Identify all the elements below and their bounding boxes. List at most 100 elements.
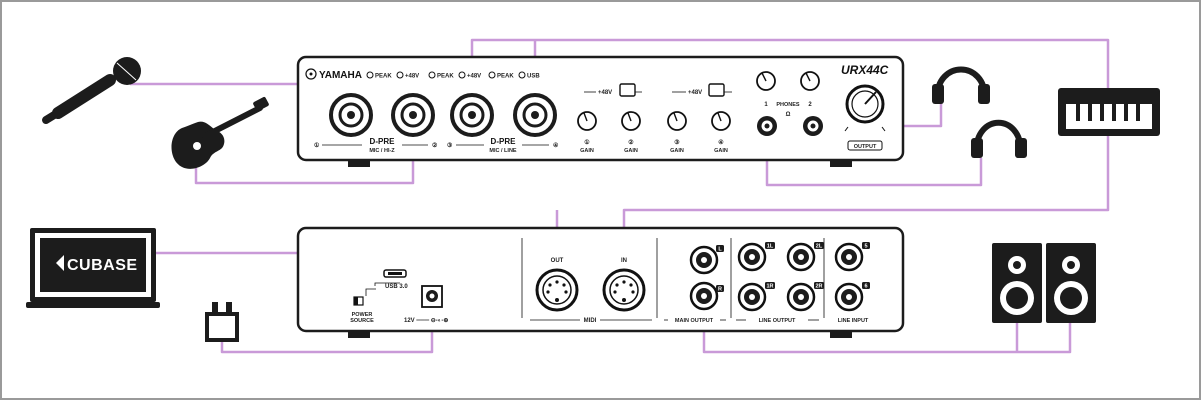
combo-jack-2[interactable]: [391, 93, 435, 137]
front-panel: YAMAHA PEAK +48V PEAK +48V PEAK USB: [296, 55, 905, 167]
gain-knob-2[interactable]: ② GAIN: [621, 111, 641, 154]
gain-label: GAIN: [714, 148, 728, 154]
line-input-6-jack[interactable]: [834, 282, 864, 312]
combo-jack-3[interactable]: [450, 93, 494, 137]
model-label: URX44C: [841, 63, 889, 77]
front-foot-right: [830, 160, 852, 167]
phantom-led-icon: [488, 71, 496, 79]
phones-jack-1[interactable]: [757, 116, 777, 136]
dpre-label: D-PRE: [370, 137, 396, 146]
rear-panel-body: [296, 226, 905, 333]
main-output-l-jack[interactable]: [689, 245, 719, 275]
combo-jack-1[interactable]: [329, 93, 373, 137]
channel-number: ③: [447, 142, 453, 149]
indicator-label: PEAK: [437, 74, 454, 80]
jack-tag: 5: [864, 244, 867, 250]
phantom-switch-3-4[interactable]: +48V: [672, 83, 732, 97]
dc-in-jack[interactable]: [421, 285, 443, 308]
channel-number: ④: [553, 142, 559, 149]
gain-knob-4[interactable]: ④ GAIN: [711, 111, 731, 154]
peak-led-icon: [366, 71, 374, 79]
jack-tag: R: [718, 287, 722, 293]
line-output-1l-jack[interactable]: [737, 242, 767, 272]
gain-label: GAIN: [580, 148, 594, 154]
speaker-left-icon: [992, 243, 1042, 323]
usb-port[interactable]: [383, 269, 407, 278]
indicator-label: USB: [527, 74, 540, 80]
phones-number: 1: [764, 102, 768, 108]
main-output-r-jack[interactable]: [689, 281, 719, 311]
indicator-label: +48V: [467, 74, 481, 80]
jack-tag: 6: [864, 284, 867, 290]
cubase-logo-icon: [56, 255, 64, 271]
indicator-row: PEAK +48V PEAK +48V PEAK USB: [366, 71, 540, 80]
gain-number: ④: [718, 139, 724, 146]
combo-jack-4[interactable]: [513, 93, 557, 137]
jack-tag: 2R: [815, 284, 822, 290]
usb-led-icon: [518, 71, 526, 79]
peak-led-icon: [428, 71, 436, 79]
gain-number: ③: [674, 139, 680, 146]
line-output-2r-jack[interactable]: [786, 282, 816, 312]
jack-tag: 1R: [766, 284, 773, 290]
dpre-sub-label: MIC / LINE: [489, 148, 517, 154]
dc-in-label: 12V ═══ ⊖-◐-⊕: [404, 318, 448, 324]
phones-level-knob-1[interactable]: [756, 71, 776, 91]
indicator-label: +48V: [405, 74, 419, 80]
output-label-badge: OUTPUT: [847, 140, 883, 151]
line-output-label: LINE OUTPUT: [759, 318, 796, 324]
dpre-sub-label: MIC / HI-Z: [369, 148, 395, 154]
rear-foot-right: [830, 331, 852, 338]
laptop-icon: CUBASE: [26, 228, 160, 308]
gain-number: ②: [628, 139, 634, 146]
channel-number: ①: [314, 142, 320, 149]
gain-label: GAIN: [624, 148, 638, 154]
midi-in-port[interactable]: [602, 268, 646, 312]
power-source-label: SOURCE: [350, 318, 374, 324]
phantom-led-icon: [396, 71, 404, 79]
phones-label: PHONES: [776, 102, 800, 108]
brand-label: YAMAHA: [319, 70, 362, 81]
midi-label: MIDI: [584, 318, 597, 324]
gain-label: GAIN: [670, 148, 684, 154]
software-name: CUBASE: [67, 257, 138, 274]
output-knob[interactable]: [844, 84, 886, 132]
dpre-label: D-PRE: [491, 137, 517, 146]
line-input-5-jack[interactable]: [834, 242, 864, 272]
phones-level-knob-2[interactable]: [800, 71, 820, 91]
headphones-icon: [971, 119, 1027, 158]
output-label: OUTPUT: [854, 144, 877, 150]
usb-label: USB 3.0: [385, 284, 408, 290]
indicator-label: PEAK: [497, 74, 514, 80]
microphone-icon: [42, 57, 141, 124]
line-output-1r-jack[interactable]: [737, 282, 767, 312]
headphones-icon: [932, 66, 990, 104]
speaker-right-icon: [1046, 243, 1096, 323]
phones-number: 2: [808, 102, 812, 108]
phantom-switch-1-2[interactable]: +48V: [584, 83, 642, 97]
jack-tag: 2L: [816, 244, 823, 250]
main-output-label: MAIN OUTPUT: [675, 318, 714, 324]
rear-panel: USB 3.0 POWER SOURCE 12V ═══ ⊖-◐-⊕ OUT I…: [296, 226, 905, 338]
gain-knob-3[interactable]: ③ GAIN: [667, 111, 687, 154]
jack-tag: 1L: [767, 244, 774, 250]
front-foot-left: [348, 160, 370, 167]
headphone-symbol: Ω: [786, 112, 791, 118]
phantom-label: +48V: [688, 90, 702, 96]
phones-jack-2[interactable]: [803, 116, 823, 136]
front-panel-body: [296, 55, 905, 162]
power-adapter-icon: [205, 302, 239, 342]
gain-knob-1[interactable]: ① GAIN: [577, 111, 597, 154]
channel-number: ②: [432, 142, 438, 149]
power-source-switch[interactable]: [353, 296, 364, 306]
jack-tag: L: [718, 247, 722, 253]
rear-foot-left: [348, 331, 370, 338]
midi-out-label: OUT: [551, 258, 564, 264]
yamaha-logo: YAMAHA: [305, 68, 362, 81]
midi-out-port[interactable]: [535, 268, 579, 312]
midi-keyboard-icon: [1058, 88, 1160, 136]
line-output-2l-jack[interactable]: [786, 242, 816, 272]
power-source-label: POWER: [352, 312, 373, 318]
